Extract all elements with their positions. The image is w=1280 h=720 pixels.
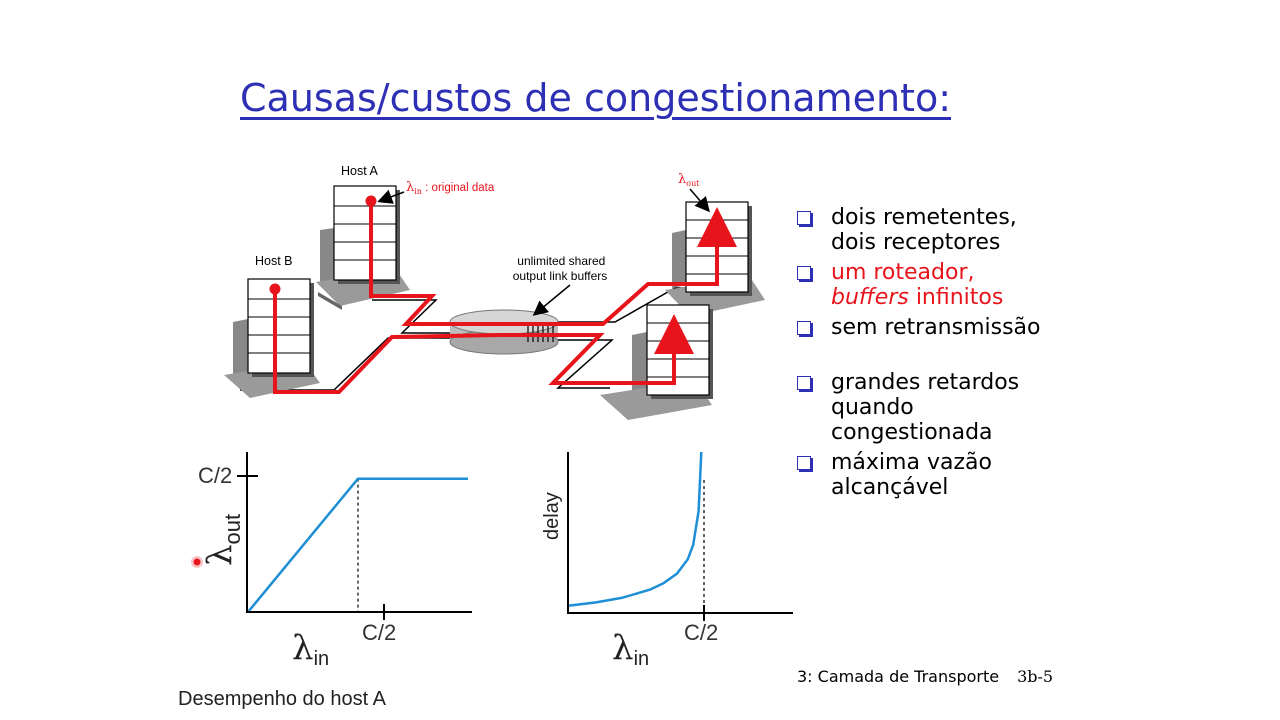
flow-host-b xyxy=(273,290,694,394)
host-b-label: Host B xyxy=(255,254,293,268)
figure-caption: Desempenho do host A xyxy=(178,688,386,710)
delay-y-label: delay xyxy=(541,492,563,540)
bullet-item: dois remetentes, dois receptores xyxy=(797,205,1097,255)
lambda-out-label: λout xyxy=(678,172,700,188)
host-a-computer xyxy=(316,185,410,310)
page-number: 3b-5 xyxy=(1017,667,1054,686)
bullet-box-icon xyxy=(797,266,811,280)
delay-x-label: λin xyxy=(612,628,649,670)
lambda-in-arrow xyxy=(377,189,405,204)
throughput-ytick-label: C/2 xyxy=(198,463,232,488)
flow-host-a xyxy=(369,202,737,326)
throughput-plot xyxy=(247,477,468,613)
throughput-xtick-label: C/2 xyxy=(362,620,396,645)
source-dot-b xyxy=(269,283,281,295)
buffer-label: unlimited shared output link buffers xyxy=(513,254,609,283)
bullet-item: grandes retardos quando congestionada xyxy=(797,370,1097,445)
throughput-y-label: λout xyxy=(200,514,245,566)
bullet-item: máxima vazão alcançável xyxy=(797,450,1097,500)
slide-footer: 3: Camada de Transporte 3b-5 xyxy=(797,667,1053,686)
footer-text: 3: Camada de Transporte xyxy=(797,667,1000,686)
bullet-list: dois remetentes, dois receptores um rote… xyxy=(797,205,1097,505)
lambda-in-label: λin : original data xyxy=(406,180,495,196)
page-title: Causas/custos de congestionamento: xyxy=(240,76,951,120)
source-dot-a xyxy=(365,195,377,207)
delay-chart: C/2 delay λin xyxy=(541,451,793,670)
throughput-x-label: λin xyxy=(292,628,329,670)
bullet-box-icon xyxy=(797,211,811,225)
throughput-chart: C/2 C/2 λout λin xyxy=(191,452,472,670)
host-a-label: Host A xyxy=(341,164,378,178)
delay-plot xyxy=(568,451,705,612)
buffer-arrow xyxy=(532,284,571,316)
bullet-box-icon xyxy=(797,456,811,470)
throughput-series-line xyxy=(247,477,468,613)
bullet-item: sem retransmissão xyxy=(797,315,1097,340)
bullet-box-icon xyxy=(797,376,811,390)
bullet-item: um roteador, buffers infinitos xyxy=(797,260,1097,310)
delay-xtick-label: C/2 xyxy=(684,620,718,645)
bullet-box-icon xyxy=(797,321,811,335)
delay-series-line xyxy=(568,451,703,607)
router xyxy=(449,309,559,355)
host-b-computer xyxy=(224,278,320,398)
lambda-out-arrow xyxy=(689,188,710,213)
receiver-computer-bottom xyxy=(600,304,713,420)
laser-pointer-dot xyxy=(193,558,201,566)
traffic-flows xyxy=(273,202,737,394)
